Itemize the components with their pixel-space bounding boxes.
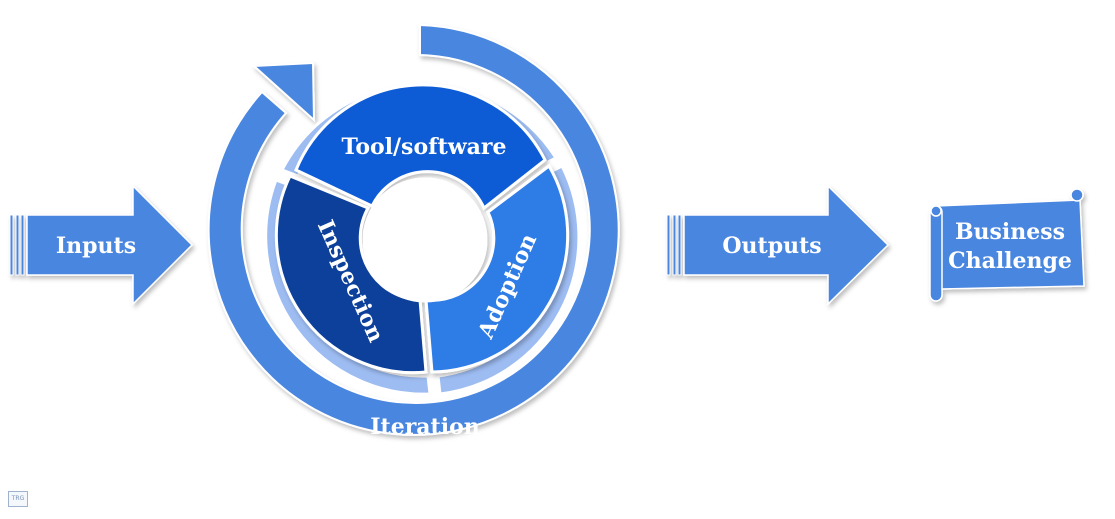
core-donut [274,83,570,375]
iteration-label: Iteration [370,414,479,440]
tool-software-label: Tool/software [341,134,506,160]
outputs-arrow [666,184,890,306]
outputs-label: Outputs [722,233,821,259]
adoption-segment [424,163,570,374]
corner-logo: TRG [8,491,28,507]
inputs-arrow [9,184,194,306]
business-challenge-line1: Business [955,219,1065,245]
iteration-loop [207,23,620,436]
tool-software-segment [294,83,547,211]
inspection-segment [274,174,428,375]
business-challenge-line2: Challenge [948,248,1072,274]
inputs-label: Inputs [56,233,136,259]
business-challenge-scroll [929,188,1085,302]
